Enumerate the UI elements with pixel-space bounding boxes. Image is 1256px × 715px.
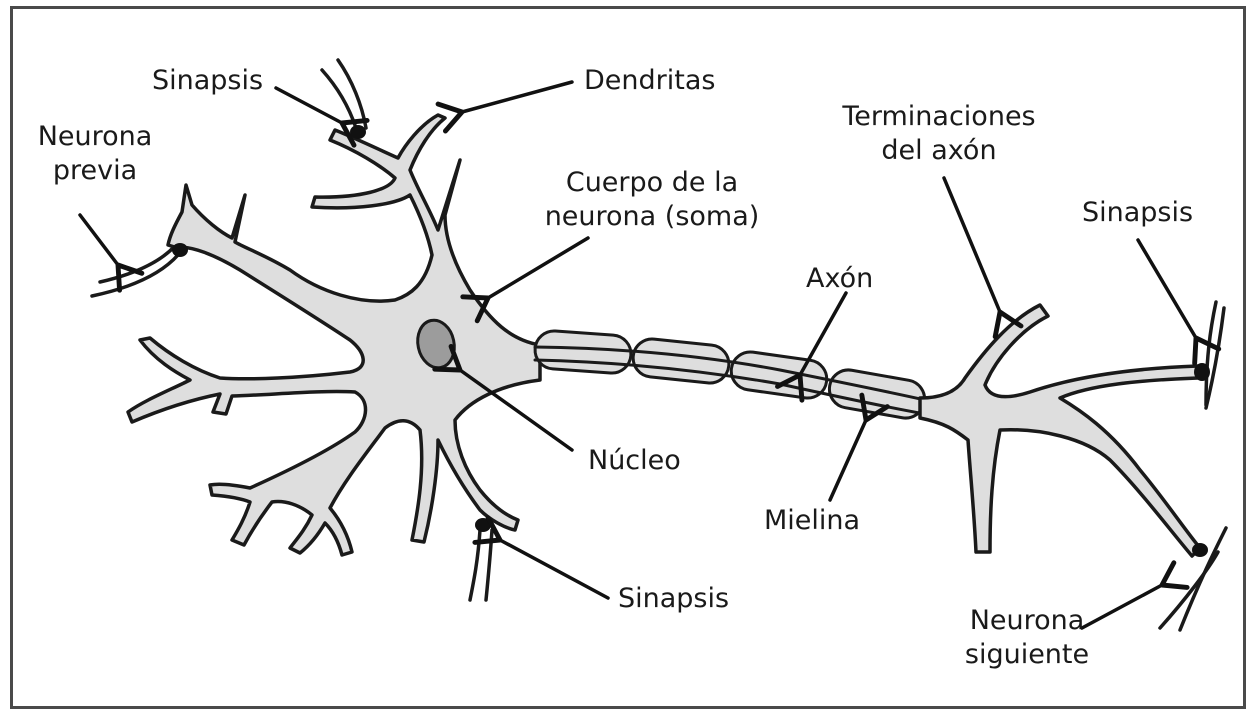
label-terminaciones-axon: Terminaciones del axón xyxy=(832,100,1046,168)
label-sinapsis-top: Sinapsis xyxy=(152,64,263,98)
bottom-synapse-fiber xyxy=(470,530,492,600)
label-sinapsis-right: Sinapsis xyxy=(1082,196,1193,230)
label-axon: Axón xyxy=(806,262,873,296)
arrow-sinapsis-top xyxy=(276,88,342,123)
label-dendritas: Dendritas xyxy=(584,64,715,98)
arrow-mielina xyxy=(830,420,866,500)
arrow-terminaciones xyxy=(944,178,1000,312)
arrow-sinapsis-bottom xyxy=(500,540,608,598)
label-sinapsis-bottom: Sinapsis xyxy=(618,582,729,616)
label-nucleo: Núcleo xyxy=(588,444,681,478)
previous-neuron-fiber xyxy=(92,246,178,296)
label-neurona-siguiente: Neurona siguiente xyxy=(954,604,1100,672)
arrow-neurona-previa xyxy=(80,215,118,265)
label-neurona-previa: Neurona previa xyxy=(30,120,160,188)
arrow-axon xyxy=(800,293,846,375)
label-cuerpo-neurona: Cuerpo de la neurona (soma) xyxy=(536,166,768,234)
arrow-sinapsis-right xyxy=(1138,240,1196,338)
label-mielina: Mielina xyxy=(764,504,860,538)
arrow-dendritas xyxy=(462,82,572,112)
neuron-cell-body xyxy=(128,115,540,555)
right-synapse-fiber xyxy=(1206,302,1224,408)
axon-terminals xyxy=(920,305,1200,556)
arrow-cuerpo xyxy=(488,238,588,298)
